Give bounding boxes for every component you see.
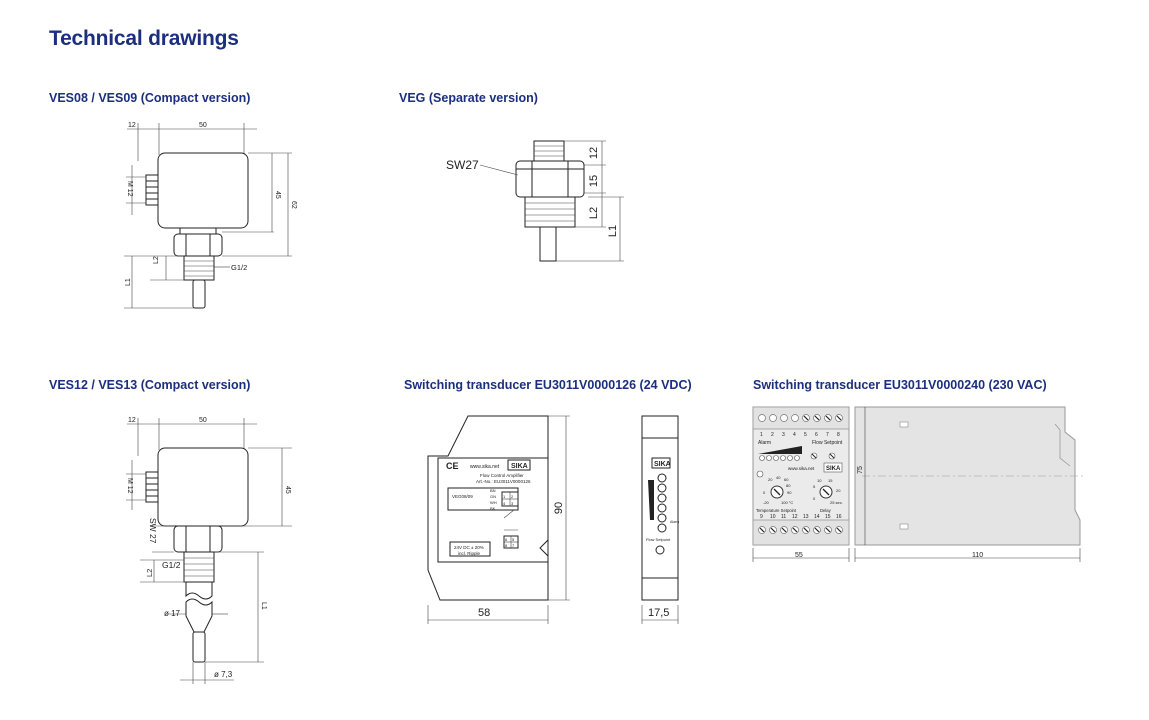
term-num-4: 4: [793, 432, 796, 438]
dim-sw27: SW 27: [148, 518, 158, 544]
dim-110: 110: [972, 552, 983, 559]
knob-temp-100: 100 °C: [781, 500, 793, 505]
caption-eu24: Switching transducer EU3011V0000126 (24 …: [404, 378, 692, 392]
caption-ves08: VES08 / VES09 (Compact version): [49, 91, 251, 105]
terminal-3: 3: [511, 501, 514, 506]
dim-12: 12: [128, 417, 136, 424]
term-num-1: 1: [760, 432, 763, 438]
dim-12: 12: [128, 122, 136, 129]
label-flow-setpoint: Flow Setpoint: [646, 537, 671, 542]
knob-delay-10: 10: [817, 478, 822, 483]
label-artno: Art.-No.: EU3011V0000126: [476, 479, 531, 484]
label-alarm: Alarm: [670, 520, 679, 524]
terminal-1: 1: [503, 494, 506, 499]
term-num-7: 7: [826, 432, 829, 438]
term-num-3: 3: [782, 432, 785, 438]
label-ripple: incl. Ripple: [458, 551, 481, 556]
term-num-15: 15: [825, 514, 831, 520]
dim-15: 15: [588, 175, 600, 187]
knob-delay-25: 25 sec.: [830, 500, 843, 505]
label-model: VEG08/09: [452, 494, 473, 499]
knob-temp-40: 40: [776, 475, 781, 480]
terminal-5: 5: [512, 537, 515, 542]
dim-dia73: ø 7,3: [214, 670, 233, 679]
dim-12: 12: [588, 147, 600, 159]
term-num-10: 10: [770, 514, 776, 520]
term-num-13: 13: [803, 514, 809, 520]
knob-delay-0: 0: [813, 496, 816, 501]
brand-logo-front: SIKA: [654, 461, 671, 468]
caption-ves12: VES12 / VES13 (Compact version): [49, 378, 251, 392]
knob-temp-20: 20: [768, 477, 773, 482]
dim-g12: G1/2: [162, 560, 181, 570]
knob-temp-0: 0: [763, 490, 766, 495]
drawing-ves12: 12 50 M 12 45 L1 SW 27 G1/2 L2 ø 17 ø: [126, 417, 292, 684]
dim-17-5: 17,5: [648, 607, 669, 619]
drawing-eu230: 1 2 3 4 5 6 7 8 Alarm Flow Setpoint www.…: [752, 406, 1084, 562]
term-num-14: 14: [814, 514, 820, 520]
label-supply: 24V DC ± 20%: [454, 545, 484, 550]
caption-veg: VEG (Separate version): [399, 91, 538, 105]
label-url: www.sika.net: [470, 464, 500, 470]
dim-45: 45: [274, 191, 281, 199]
dim-75: 75: [857, 466, 864, 474]
dim-l1: L1: [260, 602, 267, 610]
knob-delay-15: 15: [828, 478, 833, 483]
label-temp-setpoint: Temperature Setpoint: [756, 508, 797, 513]
label-flow-setpoint: Flow Setpoint: [812, 440, 843, 446]
dim-50: 50: [199, 122, 207, 129]
term-num-2: 2: [771, 432, 774, 438]
drawing-ves08: 12 50 M 12 45 62 G1/2 L2 L1: [124, 122, 297, 309]
label-alarm: Alarm: [758, 440, 771, 446]
label-product: Flow Control Amplifier: [480, 473, 524, 478]
drawing-veg: SW27 12 15 L2 L1: [446, 140, 624, 262]
dim-m12: M 12: [126, 478, 133, 494]
label-url: www.sika.net: [788, 466, 815, 471]
dim-55: 55: [795, 552, 803, 559]
dim-l1: L1: [607, 225, 619, 237]
dim-dia17: ø 17: [164, 609, 181, 618]
page-title: Technical drawings: [49, 27, 239, 50]
dim-l2: L2: [153, 256, 160, 264]
wire-gn: GN: [490, 494, 496, 499]
label-delay: Delay: [820, 508, 832, 513]
dim-m12: M 12: [126, 181, 133, 197]
knob-temp-60: 60: [784, 477, 789, 482]
dim-50: 50: [199, 417, 207, 424]
knob-delay-20: 20: [836, 488, 841, 493]
dim-l1: L1: [125, 278, 132, 286]
knob-temp-m20: -20: [763, 500, 770, 505]
knob-delay-5: 5: [813, 484, 816, 489]
term-num-6: 6: [815, 432, 818, 438]
terminal-2: 2: [511, 494, 514, 499]
term-num-5: 5: [804, 432, 807, 438]
brand-logo: SIKA: [511, 463, 528, 470]
dim-45: 45: [284, 486, 291, 494]
caption-eu230: Switching transducer EU3011V0000240 (230…: [753, 378, 1047, 392]
term-num-12: 12: [792, 514, 798, 520]
wire-wh: WH: [490, 500, 497, 505]
dim-90: 90: [553, 502, 565, 514]
terminal-4: 4: [503, 501, 506, 506]
wire-bn: BN: [490, 488, 496, 493]
term-num-8: 8: [837, 432, 840, 438]
term-num-9: 9: [760, 514, 763, 520]
brand-logo: SIKA: [826, 466, 841, 472]
dim-62: 62: [290, 201, 297, 209]
dim-sw27: SW27: [446, 158, 479, 172]
term-num-16: 16: [836, 514, 842, 520]
terminal-8: 8: [505, 543, 508, 548]
dim-g12: G1/2: [231, 263, 247, 272]
term-num-11: 11: [781, 514, 786, 520]
dim-58: 58: [478, 607, 490, 619]
dim-l2: L2: [145, 569, 154, 577]
dim-l2: L2: [588, 207, 600, 219]
terminal-6: 6: [505, 537, 508, 542]
drawing-eu24: CE www.sika.net SIKA Flow Control Amplif…: [427, 415, 679, 624]
knob-temp-80: 80: [786, 483, 791, 488]
terminal-7: 7: [512, 543, 515, 548]
ce-mark: CE: [446, 461, 459, 471]
knob-temp-90: 90: [787, 490, 792, 495]
wire-bk: BK: [490, 506, 496, 511]
